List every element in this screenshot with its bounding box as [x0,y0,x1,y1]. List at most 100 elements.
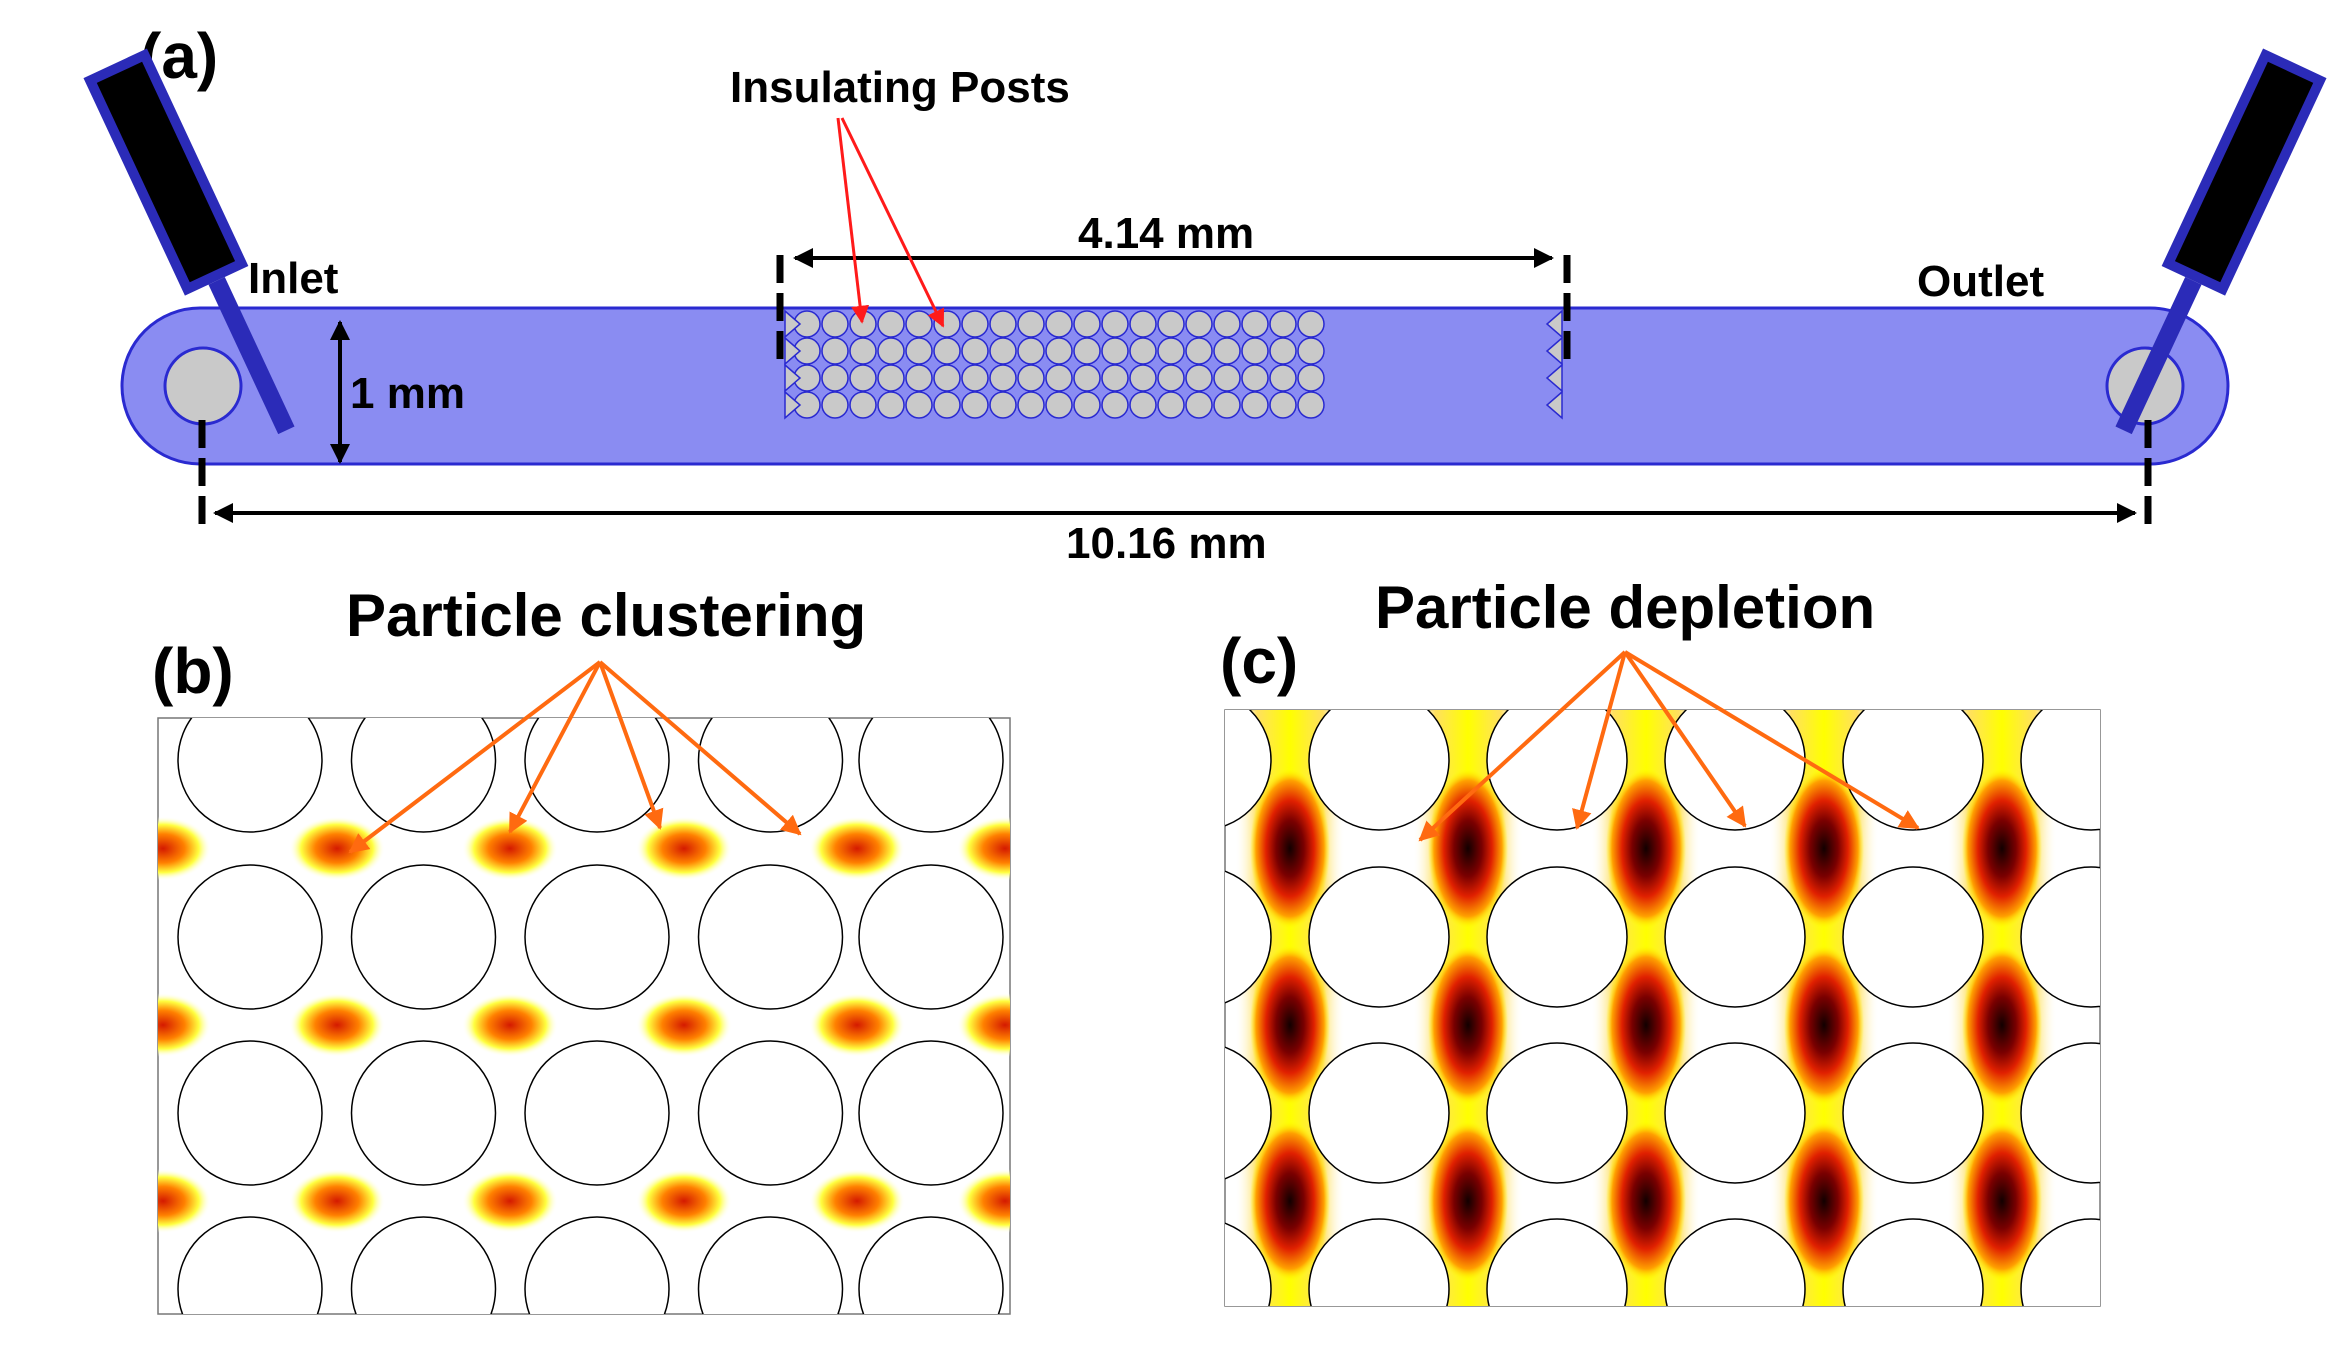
post-outline [177,1216,323,1314]
post-outline [1020,1217,1164,1348]
insulating-post-icon [933,337,961,365]
inlet-reservoir [163,346,243,426]
insulating-post-icon [1213,364,1241,392]
depletion-hotspot [1784,1121,1864,1281]
insulating-post-icon [1101,337,1129,365]
post-outline [1225,710,1272,827]
insulating-post-icon [961,391,989,419]
depletion-hotspot [1606,768,1686,929]
insulating-post-icon [1185,391,1213,419]
panel-a: (a) Inlet Outlet 1 mm [83,20,2327,568]
post-outline [1842,866,1984,1008]
insulating-post-icon [933,364,961,392]
cluster-hotspot [957,816,1010,881]
post-outline [177,718,323,833]
post-outline [4,1041,148,1185]
post-outline [858,1216,1004,1314]
insulating-post-icon [989,364,1017,392]
depletion-hotspot [1784,945,1864,1105]
panel-b-label: (b) [152,635,234,707]
depletion-hotspot [1962,1121,2042,1281]
insulating-post-icon [1545,309,1563,339]
insulating-post-icon [1545,363,1563,393]
panel-c-label: (c) [1220,625,1298,697]
depletion-hotspot [1250,1121,1330,1281]
insulating-post-icon [1157,364,1185,392]
cluster-hotspot [462,816,558,881]
insulating-post-icon [1129,310,1157,338]
insulating-post-icon [989,310,1017,338]
post-outline [1225,1046,1272,1180]
insulating-post-icon [1213,337,1241,365]
insulating-post-icon [1269,364,1297,392]
insulating-post-icon [1241,391,1269,419]
post-outline [350,1040,497,1186]
insulating-post-icon [784,363,802,393]
post-outline [2020,1218,2100,1306]
insulating-post-icon [1545,336,1563,366]
depletion-pointer-arrow [1572,651,1627,830]
post-outline [1020,1041,1164,1185]
insulating-post-icon [1045,391,1073,419]
insulating-post-icon [821,337,849,365]
cluster-hotspot [289,993,385,1057]
insulating-post-icon [1297,391,1325,419]
depletion-arrows [1418,650,1920,842]
post-outline [4,688,148,832]
insulating-post-icon [784,336,802,366]
insulating-post-icon [877,310,905,338]
insulating-post-icon [1045,310,1073,338]
insulating-post-icon [784,390,802,420]
insulating-post-icon [1269,310,1297,338]
insulating-post-icon [1101,391,1129,419]
post-outline [697,1216,844,1314]
post-outline [350,718,497,833]
post-outline [2020,710,2100,831]
insulating-post-icon [1297,364,1325,392]
insulating-post-icon [905,337,933,365]
depletion-hotspot [1606,1121,1686,1281]
cluster-hotspot [158,993,211,1057]
insulating-post-icon [1213,310,1241,338]
particle-depletion-label: Particle depletion [1375,574,1875,641]
insulating-post-icon [1241,337,1269,365]
insulating-post-icon [1241,364,1269,392]
post-outline [697,718,844,833]
depletion-hotspot [1428,768,1508,929]
insulating-post-icon [1129,364,1157,392]
post-outline [524,718,670,833]
cluster-hotspot [289,816,385,881]
cluster-hotspot [957,993,1010,1057]
insulating-post-icon [821,310,849,338]
post-outline [524,1040,670,1186]
insulating-post-icon [877,337,905,365]
insulating-posts-label: Insulating Posts [730,63,1070,112]
inlet-label: Inlet [248,254,339,303]
cluster-hotspot [957,1169,1010,1233]
post-outline [1308,710,1450,831]
width-dimension-label: 1 mm [350,369,465,418]
post-outline [1020,688,1164,832]
panel-c: (c) Particle depletion [1220,574,2101,1307]
post-outline [1486,1218,1628,1306]
insulating-post-icon [905,364,933,392]
insulating-post-icon [933,391,961,419]
insulating-post-array [784,309,1563,420]
post-outline [858,718,1004,833]
post-outline [1308,1042,1450,1184]
cluster-hotspot [809,993,905,1057]
insulating-post-icon [849,391,877,419]
cluster-hotspot [462,1169,558,1233]
cluster-hotspot [809,816,905,881]
insulating-post-icon [1129,337,1157,365]
post-outline [1664,1218,1806,1306]
post-outline [1664,866,1806,1008]
insulating-post-icon [961,364,989,392]
insulating-post-icon [1185,364,1213,392]
particle-clustering-label: Particle clustering [346,582,866,649]
cluster-hotspot [158,1169,211,1233]
post-outline [1308,866,1450,1008]
insulating-post-icon [1045,364,1073,392]
post-outline [1486,866,1628,1008]
